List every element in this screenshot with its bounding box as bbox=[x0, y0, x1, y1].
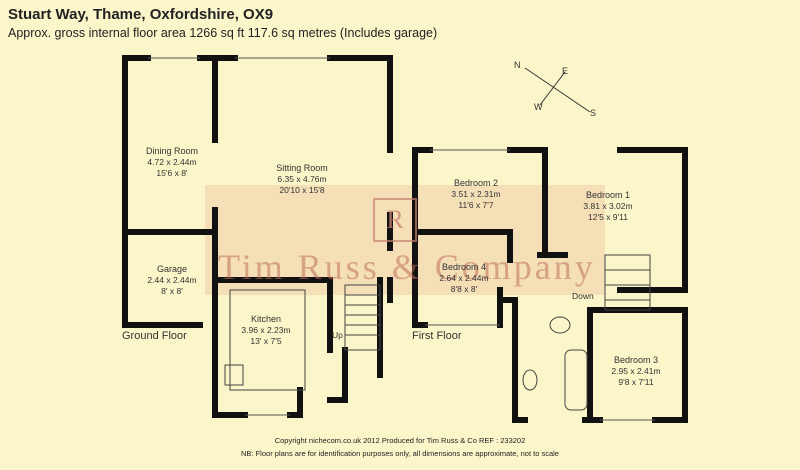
room-metric: 3.96 x 2.23m bbox=[241, 325, 291, 335]
first-floor-label: First Floor bbox=[412, 330, 462, 342]
room-bedroom-2: Bedroom 2 3.51 x 2.31m 11'6 x 7'7 bbox=[451, 178, 500, 211]
room-name: Garage bbox=[156, 264, 188, 274]
room-bedroom-1: Bedroom 1 3.81 x 3.02m 12'5 x 9'11 bbox=[583, 190, 632, 223]
room-kitchen: Kitchen 3.96 x 2.23m 13' x 7'5 bbox=[241, 314, 290, 347]
compass-e: E bbox=[562, 66, 569, 76]
room-bedroom-4: Bedroom 4 2.64 x 2.44m 8'8 x 8' bbox=[439, 262, 488, 295]
compass-w: W bbox=[534, 102, 543, 112]
room-metric: 3.81 x 3.02m bbox=[583, 201, 633, 211]
watermark-logo: R bbox=[373, 198, 417, 242]
room-name: Bedroom 4 bbox=[441, 262, 487, 272]
room-name: Dining Room bbox=[145, 146, 199, 156]
page-title: Stuart Way, Thame, Oxfordshire, OX9 bbox=[8, 6, 274, 23]
room-imperial: 8' x 8' bbox=[161, 286, 183, 296]
room-imperial: 11'6 x 7'7 bbox=[458, 200, 494, 210]
copyright-text: Copyright nichecom.co.uk 2012 Produced f… bbox=[274, 436, 526, 445]
floor-area-subtitle: Approx. gross internal floor area 1266 s… bbox=[8, 26, 438, 40]
room-imperial: 13' x 7'5 bbox=[250, 336, 282, 346]
stairs-ground bbox=[344, 284, 381, 351]
room-name: Sitting Room bbox=[276, 163, 328, 173]
room-name: Bedroom 2 bbox=[453, 178, 499, 188]
room-metric: 2.44 x 2.44m bbox=[147, 275, 197, 285]
compass-n: N bbox=[514, 60, 521, 70]
first-floor-walls bbox=[412, 147, 688, 423]
compass-s: S bbox=[590, 108, 597, 118]
room-name: Bedroom 3 bbox=[613, 355, 659, 365]
stairs-down-label: Down bbox=[572, 291, 594, 301]
room-metric: 3.51 x 2.31m bbox=[451, 189, 501, 199]
stairs-up-label: Up bbox=[332, 330, 343, 340]
bathroom bbox=[522, 316, 588, 411]
room-name: Bedroom 1 bbox=[585, 190, 631, 200]
compass-rose bbox=[524, 67, 591, 113]
room-metric: 2.64 x 2.44m bbox=[439, 273, 489, 283]
room-dining: Dining Room 4.72 x 2.44m 15'6 x 8' bbox=[146, 146, 198, 179]
room-sitting: Sitting Room 6.35 x 4.76m 20'10 x 15'8 bbox=[276, 163, 328, 196]
room-imperial: 15'6 x 8' bbox=[156, 168, 188, 178]
room-imperial: 8'8 x 8' bbox=[450, 284, 478, 294]
windows bbox=[148, 57, 655, 421]
room-metric: 6.35 x 4.76m bbox=[277, 174, 327, 184]
ground-floor-label: Ground Floor bbox=[122, 330, 187, 342]
disclaimer-text: NB: Floor plans are for identification p… bbox=[241, 449, 559, 458]
room-garage: Garage 2.44 x 2.44m 8' x 8' bbox=[147, 264, 196, 297]
room-imperial: 20'10 x 15'8 bbox=[279, 185, 325, 195]
room-imperial: 12'5 x 9'11 bbox=[588, 212, 628, 222]
room-metric: 2.95 x 2.41m bbox=[611, 366, 661, 376]
kitchen-sink bbox=[224, 364, 244, 386]
room-imperial: 9'8 x 7'11 bbox=[618, 377, 654, 387]
room-bedroom-3: Bedroom 3 2.95 x 2.41m 9'8 x 7'11 bbox=[611, 355, 660, 388]
stairs-first bbox=[604, 254, 651, 311]
room-metric: 4.72 x 2.44m bbox=[147, 157, 197, 167]
room-name: Kitchen bbox=[250, 314, 282, 324]
watermark-brand: Tim Russ & Company bbox=[218, 247, 596, 287]
kitchen-counter bbox=[229, 289, 306, 391]
ground-floor-walls bbox=[122, 55, 393, 418]
